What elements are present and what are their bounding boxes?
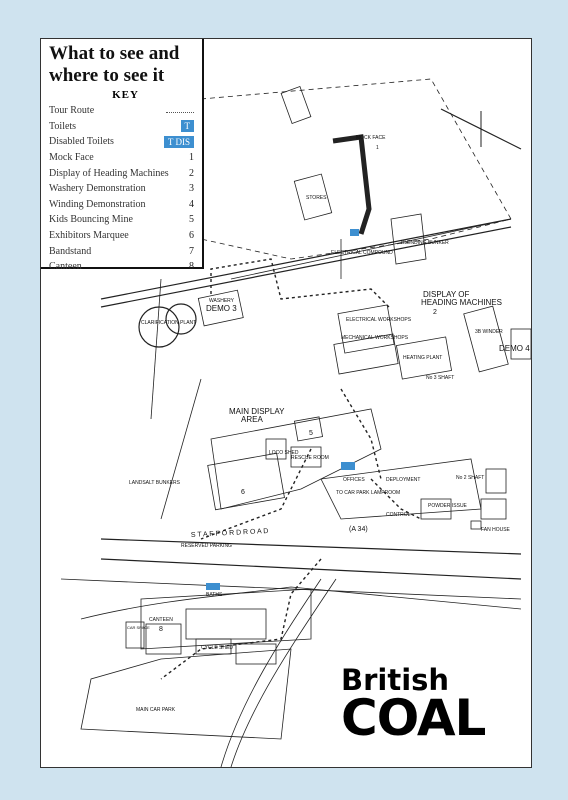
key-item-label: Canteen <box>49 261 82 273</box>
key-item-number: 2 <box>189 167 194 179</box>
key-item-label: Bandstand <box>49 245 92 257</box>
key-item: Washery Demonstration 3 <box>49 181 202 197</box>
label-main-display-2: AREA <box>241 415 263 424</box>
key-item: Mock Face 1 <box>49 150 202 166</box>
key-item: Kids Bouncing Mine 5 <box>49 212 202 228</box>
key-item-label: Kids Bouncing Mine <box>49 214 133 226</box>
key-item-label: Winding Demonstration <box>49 198 146 210</box>
label-powder-issue: POWDER ISSUE <box>428 503 468 509</box>
toilet-badge: T <box>180 120 194 133</box>
key-item: Exhibitors Marquee 6 <box>49 228 202 244</box>
key-item: Disabled Toilets T DIS <box>49 134 202 150</box>
key-heading: KEY <box>112 89 139 101</box>
map-key: What to see and where to see it KEY Tour… <box>41 39 204 272</box>
label-mechanical-workshops: MECHANICAL WORKSHOPS <box>341 335 409 341</box>
key-item-label: Exhibitors Marquee <box>49 230 129 242</box>
mock-face-conveyor <box>332 134 372 235</box>
label-display-1: DISPLAY OF <box>423 290 470 299</box>
main-car-park <box>80 648 292 740</box>
label-stafford-road: S T A F F O R D R O A D <box>191 528 269 539</box>
toilet-marker <box>206 583 220 590</box>
label-control: CONTROL <box>386 512 411 518</box>
label-washery: WASHERY <box>209 298 235 304</box>
brand-line1: British <box>341 663 450 697</box>
disabled-toilet-marker <box>341 462 355 470</box>
label-mock-face: MOCK FACE <box>356 135 386 141</box>
brand-line2: COAL <box>341 689 486 747</box>
toilet-badge: T DIS <box>163 135 194 148</box>
label-main-car-park: MAIN CAR PARK <box>136 707 176 713</box>
label-a34: (A 34) <box>349 526 368 533</box>
label-canteen-num: 8 <box>159 626 163 633</box>
label-demo4: DEMO 4 <box>499 344 530 353</box>
key-title-line2: where to see it <box>49 65 165 86</box>
key-item: Bandstand 7 <box>49 243 202 259</box>
key-item-label: Washery Demonstration <box>49 183 146 195</box>
key-item-number: 7 <box>189 245 194 257</box>
label-area5: 5 <box>309 430 313 437</box>
key-item-label: Display of Heading Machines <box>49 167 169 179</box>
label-reserved-parking: RESERVED PARKING <box>181 543 232 549</box>
label-mock-face-num: 1 <box>376 145 379 151</box>
key-item-number: 1 <box>189 152 194 164</box>
label-display-2: HEADING MACHINES <box>421 298 502 307</box>
key-item-label: Disabled Toilets <box>49 136 114 148</box>
label-washery-demo: DEMO 3 <box>206 304 237 313</box>
british-coal-logo: British COAL <box>341 663 486 747</box>
label-rescue-room: RESCUE ROOM <box>291 455 329 461</box>
site-map: MOCK FACE 1 STORES ELECTRICAL COMPOUND B… <box>60 78 531 767</box>
key-item-label: Mock Face <box>49 152 94 164</box>
label-main-display-1: MAIN DISPLAY <box>229 407 285 416</box>
map-sheet: MOCK FACE 1 STORES ELECTRICAL COMPOUND B… <box>40 38 532 768</box>
label-canteen: CANTEEN <box>149 617 173 623</box>
label-car-space: CAR SPACE <box>127 625 150 630</box>
label-clarification: CLARIFICATION PLANT <box>141 320 196 326</box>
label-electrical-compound: ELECTRICAL COMPOUND <box>331 250 393 256</box>
key-item: Toilets T <box>49 119 202 135</box>
label-offices: OFFICES <box>343 477 365 483</box>
label-winder: 3B WINDER <box>475 329 503 335</box>
key-item-number: 6 <box>189 230 194 242</box>
label-baths: BATHS <box>206 592 223 598</box>
label-stores: STORES <box>306 195 327 201</box>
toilet-marker <box>350 229 359 236</box>
key-item-label: Tour Route <box>49 105 95 117</box>
key-item: Tour Route <box>49 103 202 119</box>
label-landsalt: LANDSALT BUNKERS <box>129 480 181 486</box>
label-heating-plant: HEATING PLANT <box>403 355 442 361</box>
key-item: Display of Heading Machines 2 <box>49 165 202 181</box>
label-marquee6: 6 <box>241 489 245 496</box>
label-fan-house: FAN HOUSE <box>481 527 511 533</box>
key-item-number: 4 <box>189 198 194 210</box>
label-blending-bunker: BLENDING BUNKER <box>401 240 449 246</box>
label-to-car-park: TO CAR PARK <box>336 490 370 496</box>
label-no3-shaft: No 3 SHAFT <box>426 375 454 381</box>
key-title-line1: What to see and <box>49 43 180 64</box>
key-item-number: 3 <box>189 183 194 195</box>
label-loco-shed: LOCO SHED <box>269 450 299 456</box>
key-item-label: Toilets <box>49 120 77 132</box>
key-item-number: 8 <box>189 261 194 273</box>
label-electrical-workshops: ELECTRICAL WORKSHOPS <box>346 317 412 323</box>
label-no2-shaft: No 2 SHAFT <box>456 475 484 481</box>
key-item: Canteen 8 <box>49 259 202 275</box>
label-lamproom: LAMPROOM <box>371 490 400 496</box>
label-display-num: 2 <box>433 309 437 316</box>
key-item: Winding Demonstration 4 <box>49 197 202 213</box>
clarification-tank <box>138 306 180 348</box>
label-deployment: DEPLOYMENT <box>386 477 420 483</box>
label-cycle-shed: CYCLE SHED <box>201 645 233 651</box>
key-item-number: 5 <box>189 214 194 226</box>
tour-route-symbol <box>166 112 194 114</box>
